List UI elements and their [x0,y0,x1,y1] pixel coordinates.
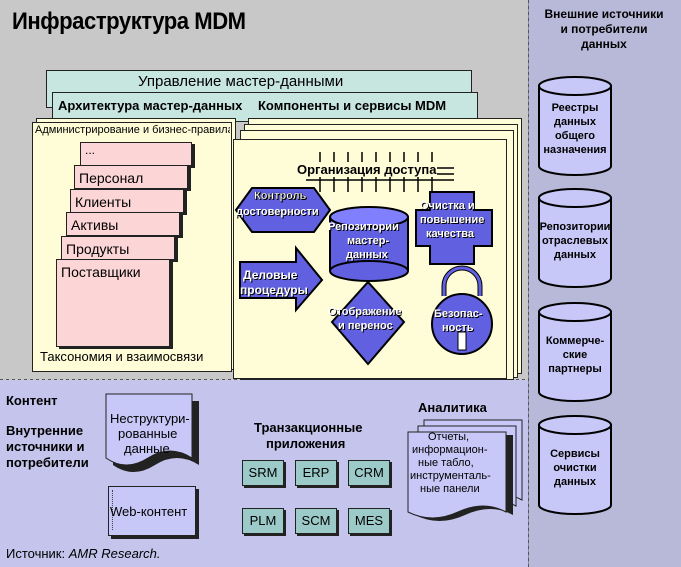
external-heading-3: данных [581,37,627,51]
entity-products-label: Продукты [66,241,130,257]
cleansing-label-1: Очистка и [420,200,475,212]
web-content-label: Web-контент [110,504,188,519]
business-label-2: процедуры [240,283,308,297]
cleansing-shape [415,191,493,265]
reports-doc [407,431,507,519]
cylinder-1-label-1: Реестры [551,102,599,114]
repository-label-1: Репозитории [328,221,399,233]
source-cylinder-1 [538,76,612,176]
transactional-label-2: приложения [266,436,346,451]
repository-label-2: мастер- [347,235,390,247]
cylinder-3-label-3: партнеры [548,363,602,375]
vertical-divider [528,0,529,567]
entity-card-suppliers: Поставщики [56,259,170,347]
app-scm: SCM [295,508,337,534]
app-crm: CRM [348,460,390,486]
internal-label-3: потребители [6,455,89,470]
transactional-label-1: Транзакционные [254,420,363,435]
source-line: Источник: AMR Research. [6,546,160,561]
cylinder-2-label-3: данных [554,249,596,261]
source-label: Источник: [6,546,66,561]
cylinder-4-label-1: Сервисы [550,448,600,460]
internal-label-2: источники и [6,439,85,454]
reports-label-3: ные табло, [418,457,474,469]
cylinder-2-label-1: Репозитории [539,221,611,233]
unstructured-label-1: Неструктури- [110,411,190,426]
reports-label-2: информацион- [412,444,488,456]
source-cylinder-2 [538,188,612,288]
source-cylinder-3 [538,302,612,402]
mapping-label-2: и перенос [338,320,393,332]
analytics-label: Аналитика [418,400,487,415]
architecture-label: Архитектура мастер-данных [58,98,243,113]
components-label: Компоненты и сервисы MDM [258,98,447,113]
cleansing-label-2: повышение [420,214,485,226]
cylinder-1-label-2: данных [554,116,596,128]
repository-cylinder [329,206,409,282]
diagram-title: Инфраструктура MDM [12,8,246,35]
cylinder-4-label-2: очистки [553,462,597,474]
control-label-1: Контроль [254,190,307,202]
taxonomy-label: Таксономия и взаимосвязи [40,349,204,364]
admin-label: Администрирование и бизнес-правила [35,124,230,136]
management-label: Управление мастер-данными [138,73,344,90]
entity-clients-label: Клиенты [75,194,132,210]
reports-label-1: Отчеты, [428,431,470,443]
cylinder-3-label-2: ские [562,349,588,361]
entity-card-assets: Активы [66,212,180,236]
business-arrow [239,245,324,313]
cleansing-label-3: качества [426,228,474,240]
control-label-2: достоверности [236,206,319,218]
business-label-1: Деловые [243,268,298,282]
mapping-label-1: Отображение [328,306,402,318]
security-label-2: ность [442,322,474,334]
entity-card-personnel: Персонал [74,165,188,189]
cylinder-2-label-2: отраслевых [541,235,609,247]
internal-label-1: Внутренние [6,423,84,438]
app-mes: MES [348,508,390,534]
repository-label-3: данных [346,249,388,261]
reports-label-5: ные панели [420,483,480,495]
source-cylinder-4 [538,415,612,515]
unstructured-label-2: рованные [118,426,178,441]
cylinder-1-label-4: назначения [543,144,607,156]
source-name: AMR Research. [68,546,161,561]
external-heading-2: и потребители [560,22,648,36]
content-heading: Контент [6,393,58,408]
app-plm: PLM [242,508,284,534]
entity-assets-label: Активы [71,217,119,233]
app-srm: SRM [242,460,284,486]
web-content-marker [112,490,113,530]
control-shape [234,187,332,233]
entity-more-label: ... [85,143,96,157]
security-label-1: Безопас- [434,308,483,320]
cylinder-4-label-3: данных [554,476,596,488]
access-label: Организация доступа [297,162,437,177]
entity-card-clients: Клиенты [70,189,184,213]
app-erp: ERP [295,460,337,486]
unstructured-label-3: данные [124,441,170,456]
external-heading-1: Внешние источники [544,7,664,21]
web-content-box [108,486,196,536]
mapping-shape [330,280,406,366]
cylinder-3-label-1: Коммерче- [545,335,605,347]
entity-personnel-label: Персонал [79,170,144,186]
unstructured-doc [105,393,193,466]
security-lock [431,265,493,355]
reports-label-4: инструменталь- [410,470,491,482]
entity-suppliers-label: Поставщики [61,264,141,280]
cylinder-1-label-3: общего [554,130,596,142]
